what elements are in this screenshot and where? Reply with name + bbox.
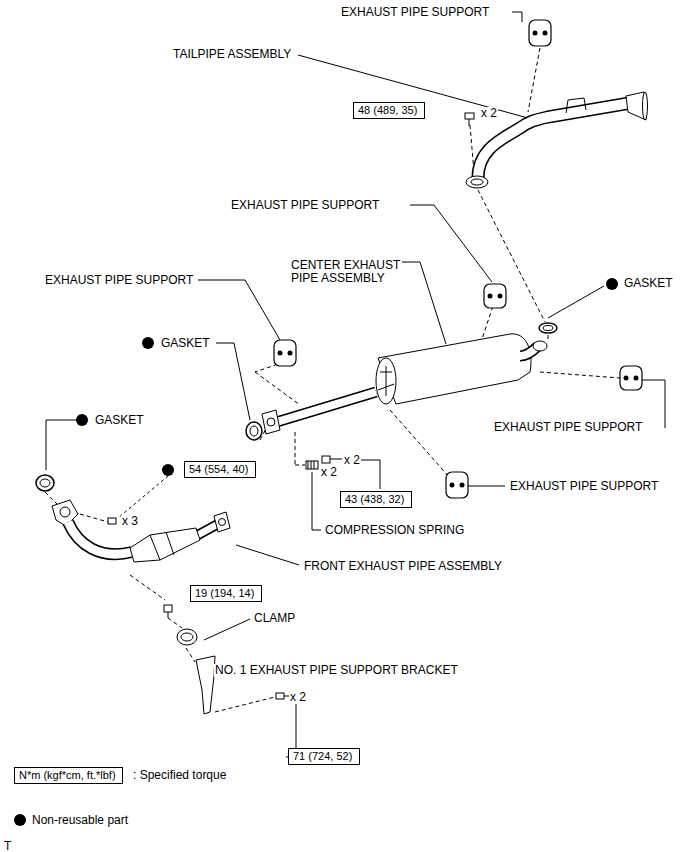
torque-box: 71 (724, 52) <box>288 748 360 765</box>
part-name: FRONT EXHAUST PIPE ASSEMBLY <box>303 560 503 573</box>
part-name: CLAMP <box>253 612 296 625</box>
callout-number: x 3 <box>121 515 139 528</box>
torque-value: N*m (kgf*cm, ft.*lbf) <box>19 769 116 781</box>
torque-box: N*m (kgf*cm, ft.*lbf) <box>14 767 123 784</box>
torque-value: 19 (194, 14) <box>195 587 254 599</box>
callout-number: x 2 <box>289 691 307 704</box>
part-name: TAILPIPE ASSEMBLY <box>172 48 292 61</box>
legend-dot <box>14 814 26 826</box>
legend-text: : Specified torque <box>133 769 226 782</box>
callout-number: x 2 <box>343 454 361 467</box>
part-name: EXHAUST PIPE SUPPORT <box>44 274 194 287</box>
part-name: EXHAUST PIPE SUPPORT <box>509 480 659 493</box>
part-name: GASKET <box>94 414 145 427</box>
torque-box: 43 (438, 32) <box>340 491 412 508</box>
callout-number: x 2 <box>320 466 338 479</box>
legend-text: Non-reusable part <box>32 814 128 827</box>
torque-value: 43 (438, 32) <box>345 493 404 505</box>
torque-value: 54 (554, 40) <box>189 463 248 475</box>
torque-box: 19 (194, 14) <box>190 585 262 602</box>
callout-number: x 2 <box>480 107 498 120</box>
part-name: GASKET <box>160 337 211 350</box>
part-name: COMPRESSION SPRING <box>324 524 465 537</box>
part-name: EXHAUST PIPE SUPPORT <box>340 6 490 19</box>
torque-box: 48 (489, 35) <box>353 102 425 119</box>
torque-value: 71 (724, 52) <box>293 750 352 762</box>
part-name: EXHAUST PIPE SUPPORT <box>493 421 643 434</box>
callout-number: T <box>3 840 12 852</box>
part-name: GASKET <box>623 277 674 290</box>
part-name: NO. 1 EXHAUST PIPE SUPPORT BRACKET <box>214 664 459 677</box>
torque-box: 54 (554, 40) <box>184 461 256 478</box>
part-name: CENTER EXHAUST PIPE ASSEMBLY <box>290 259 402 285</box>
torque-value: 48 (489, 35) <box>358 104 417 116</box>
part-name: EXHAUST PIPE SUPPORT <box>230 199 380 212</box>
